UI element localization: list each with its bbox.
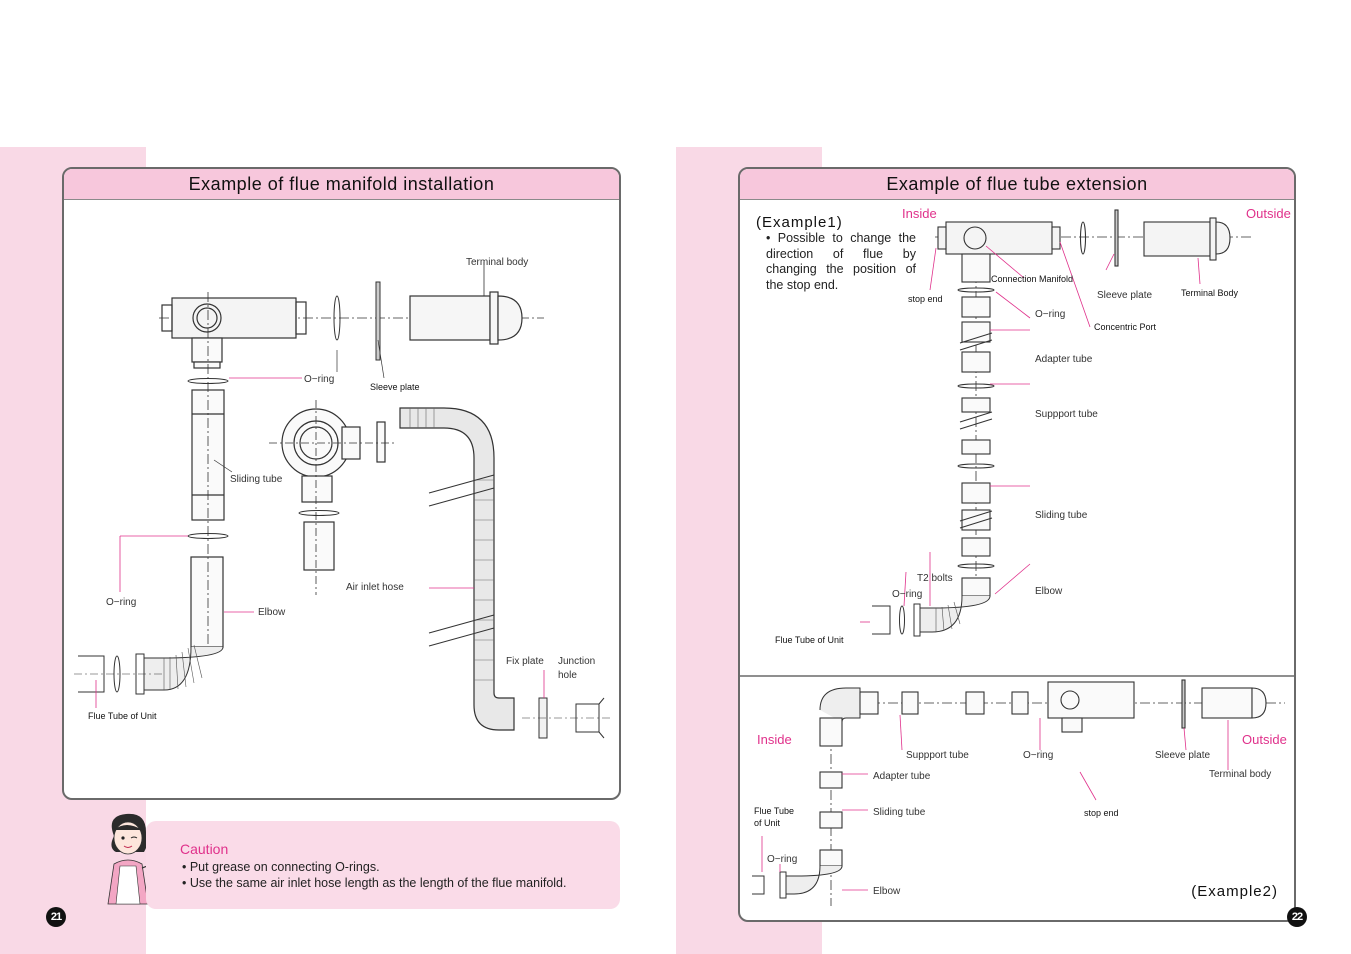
terminal-body	[1201, 687, 1253, 719]
svg-text:Outside: Outside	[1242, 732, 1287, 747]
elbow-top	[819, 687, 861, 723]
svg-text:Junction: Junction	[558, 656, 595, 667]
svg-text:Adapter tube: Adapter tube	[1035, 354, 1093, 365]
panel-title: Example of flue tube extension	[740, 169, 1294, 200]
svg-text:O−ring: O−ring	[106, 597, 136, 608]
svg-text:hole: hole	[558, 670, 577, 681]
svg-text:Sleeve plate: Sleeve plate	[1097, 290, 1152, 301]
sleeve-plate	[1114, 209, 1119, 267]
manifold-top-view	[281, 408, 386, 571]
svg-text:Adapter tube: Adapter tube	[873, 771, 931, 782]
example2-heading: (Example2)	[1191, 883, 1278, 900]
svg-text:Sliding tube: Sliding tube	[230, 474, 283, 485]
elbow	[919, 595, 991, 633]
caution-box: Caution • Put grease on connecting O-rin…	[146, 821, 620, 909]
svg-text:Elbow: Elbow	[258, 607, 286, 618]
svg-text:Terminal Body: Terminal Body	[1181, 288, 1239, 298]
junction-hole	[575, 697, 605, 739]
caution-line: • Use the same air inlet hose length as …	[182, 876, 567, 890]
svg-text:O−ring: O−ring	[1035, 309, 1065, 320]
svg-text:Sliding tube: Sliding tube	[1035, 510, 1088, 521]
connection-manifold	[161, 297, 307, 339]
terminal-body	[409, 291, 523, 345]
svg-text:Connection Manifold: Connection Manifold	[991, 274, 1073, 284]
svg-text:Fix plate: Fix plate	[506, 656, 544, 667]
extension-diagram: Inside Outside	[740, 206, 1294, 906]
elbow	[143, 646, 224, 691]
o-ring-top	[333, 295, 341, 341]
connection-manifold	[945, 221, 1053, 255]
svg-text:stop end: stop end	[1084, 808, 1119, 818]
flue-extension-panel: Example of flue tube extension (Example1…	[738, 167, 1296, 922]
manifold-installation-panel: Example of flue manifold installation	[62, 167, 621, 800]
terminal-body	[1143, 221, 1211, 257]
svg-text:Concentric Port: Concentric Port	[1094, 322, 1157, 332]
svg-text:Air inlet hose: Air inlet hose	[346, 582, 404, 593]
sleeve-plate	[1181, 679, 1186, 729]
svg-text:O−ring: O−ring	[1023, 750, 1053, 761]
svg-text:O−ring: O−ring	[892, 589, 922, 600]
svg-text:Suppport tube: Suppport tube	[1035, 409, 1098, 420]
o-ring-upper	[187, 378, 229, 384]
svg-text:T2 bolts: T2 bolts	[917, 573, 953, 584]
page-number: 21	[46, 907, 66, 927]
svg-text:O−ring: O−ring	[767, 854, 797, 865]
svg-text:Inside: Inside	[902, 206, 937, 221]
svg-text:Flue Tube of Unit: Flue Tube of Unit	[775, 635, 844, 645]
example1-heading: (Example1)	[756, 214, 843, 231]
air-inlet-hose	[399, 407, 515, 731]
example1-description: • Possible to change the direction of fl…	[766, 231, 916, 292]
svg-text:Terminal body: Terminal body	[1209, 769, 1271, 780]
svg-text:Inside: Inside	[757, 732, 792, 747]
svg-text:Terminal body: Terminal body	[466, 257, 528, 268]
svg-text:Elbow: Elbow	[1035, 586, 1063, 597]
svg-text:stop end: stop end	[908, 294, 943, 304]
svg-text:of Unit: of Unit	[754, 818, 781, 828]
panel-title: Example of flue manifold installation	[64, 169, 619, 200]
page-number: 22	[1287, 907, 1307, 927]
svg-text:Flue Tube: Flue Tube	[754, 806, 794, 816]
svg-text:Sleeve plate: Sleeve plate	[370, 382, 420, 392]
caution-title: Caution	[180, 841, 229, 857]
manifold-diagram: Terminal body O−ring Sleeve plate Slidin…	[74, 257, 612, 739]
svg-text:Sliding tube: Sliding tube	[873, 807, 926, 818]
svg-text:Flue Tube of Unit: Flue Tube of Unit	[88, 711, 157, 721]
svg-text:Outside: Outside	[1246, 206, 1291, 221]
svg-text:Sleeve plate: Sleeve plate	[1155, 750, 1210, 761]
svg-text:Elbow: Elbow	[873, 886, 901, 897]
svg-text:Suppport tube: Suppport tube	[906, 750, 969, 761]
example1-text: (Example1) • Possible to change the dire…	[756, 214, 916, 293]
caution-line: • Put grease on connecting O-rings.	[182, 860, 380, 874]
sleeve-plate	[375, 281, 381, 361]
svg-text:O−ring: O−ring	[304, 374, 334, 385]
